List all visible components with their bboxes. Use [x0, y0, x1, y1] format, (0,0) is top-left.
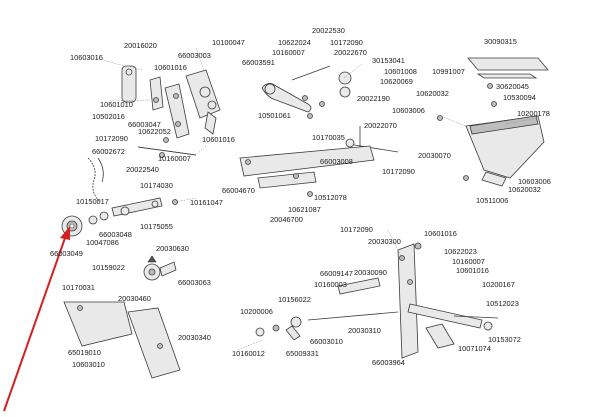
part-label: 10160012	[232, 349, 265, 358]
part-label: 10172090	[95, 134, 128, 143]
part-label: 10622052	[138, 127, 171, 136]
part-label: 10160003	[314, 280, 347, 289]
part-label: 10601008	[384, 67, 417, 76]
part-label: 66002672	[92, 147, 125, 156]
part-label: 10160007	[272, 48, 305, 57]
part-label: 20030300	[368, 237, 401, 246]
part-label: 10621087	[288, 205, 321, 214]
part-label: 30090315	[484, 37, 517, 46]
assembly-guard-lower-left	[63, 301, 181, 379]
part-label: 65009331	[286, 349, 319, 358]
part-label: 30153041	[372, 56, 405, 65]
part-label: 10603006	[518, 177, 551, 186]
part-label: 10601016	[424, 229, 457, 238]
part-label: 10161047	[190, 198, 223, 207]
part-label: 20022540	[126, 165, 159, 174]
part-label: 10172090	[382, 167, 415, 176]
part-label: 20022670	[334, 48, 367, 57]
assembly-frame-bar	[239, 145, 375, 197]
part-label: 20016020	[124, 41, 157, 50]
assembly-chain	[87, 157, 104, 203]
part-label: 10502016	[92, 112, 125, 121]
part-label: 10200167	[482, 280, 515, 289]
part-label: 10991007	[432, 67, 465, 76]
part-label: 20030090	[354, 268, 387, 277]
part-label: 66003063	[178, 278, 211, 287]
part-label: 20030630	[156, 244, 189, 253]
part-label: 20022190	[357, 94, 390, 103]
part-label: 10530094	[503, 93, 536, 102]
part-label: 10071074	[458, 344, 491, 353]
part-label: 66009147	[320, 269, 353, 278]
assembly-pin-center	[345, 126, 399, 153]
part-label: 20022530	[312, 26, 345, 35]
assembly-shaft-left	[137, 137, 197, 158]
part-label: 10601016	[154, 63, 187, 72]
part-label: 10200006	[240, 307, 273, 316]
part-label: 66003047	[128, 120, 161, 129]
assembly-gear-small	[143, 255, 177, 281]
part-label: 10150017	[76, 197, 109, 206]
part-label: 10172090	[330, 38, 363, 47]
part-label: 66003003	[178, 51, 211, 60]
part-label: 66003964	[372, 358, 405, 367]
part-label: 10501061	[258, 111, 291, 120]
part-label: 10620069	[380, 77, 413, 86]
part-label: 20030340	[178, 333, 211, 342]
assembly-upper-middle-bar	[261, 65, 352, 119]
part-label: 20046700	[270, 215, 303, 224]
assembly-lower-middle-shaft	[237, 277, 399, 351]
part-label: 10174030	[140, 181, 173, 190]
part-label: 10512023	[486, 299, 519, 308]
assembly-right-frame	[397, 242, 499, 359]
part-label: 10622024	[278, 38, 311, 47]
assembly-upper-left-bracket	[109, 65, 221, 139]
assembly-hopper	[437, 101, 545, 187]
part-label: 10603006	[392, 106, 425, 115]
part-label: 10603010	[72, 360, 105, 369]
part-label: 20022070	[364, 121, 397, 130]
part-label: 10170031	[62, 283, 95, 292]
part-label: 66003049	[50, 249, 83, 258]
part-label: 10622023	[444, 247, 477, 256]
part-label: 10156022	[278, 295, 311, 304]
part-label: 66004670	[222, 186, 255, 195]
part-label: 20030070	[418, 151, 451, 160]
part-label: 65019010	[68, 348, 101, 357]
part-label: 66003010	[310, 337, 343, 346]
part-label: 10512078	[314, 193, 347, 202]
part-label: 10160007	[158, 154, 191, 163]
leader-lines	[95, 47, 539, 259]
part-label: 10172090	[340, 225, 373, 234]
part-label: 10160007	[452, 257, 485, 266]
part-label: 10170035	[312, 133, 345, 142]
assembly-lid-plate	[467, 57, 549, 89]
part-label: 66003008	[320, 157, 353, 166]
part-label: 10153072	[488, 335, 521, 344]
part-label: 30620045	[496, 82, 529, 91]
part-label: 10511006	[476, 196, 508, 205]
part-label: 20030310	[348, 326, 381, 335]
part-label: 10047086	[86, 238, 119, 247]
part-label: 20030460	[118, 294, 151, 303]
part-label: 10601016	[202, 135, 235, 144]
part-label: 10159022	[92, 263, 125, 272]
part-label: 10100047	[212, 38, 245, 47]
callout-arrow	[3, 226, 70, 412]
part-label: 10603016	[70, 53, 103, 62]
part-label: 66003591	[242, 58, 275, 67]
part-label: 10620032	[416, 89, 449, 98]
part-label: 66003048	[99, 230, 132, 239]
part-label: 10175055	[140, 222, 173, 231]
part-label: 10200178	[517, 109, 550, 118]
part-label: 10601010	[100, 100, 133, 109]
part-labels: 10603016 20016020 66003003 10100047 1060…	[50, 26, 551, 369]
part-label: 10620032	[508, 185, 541, 194]
part-label: 10601016	[456, 266, 489, 275]
